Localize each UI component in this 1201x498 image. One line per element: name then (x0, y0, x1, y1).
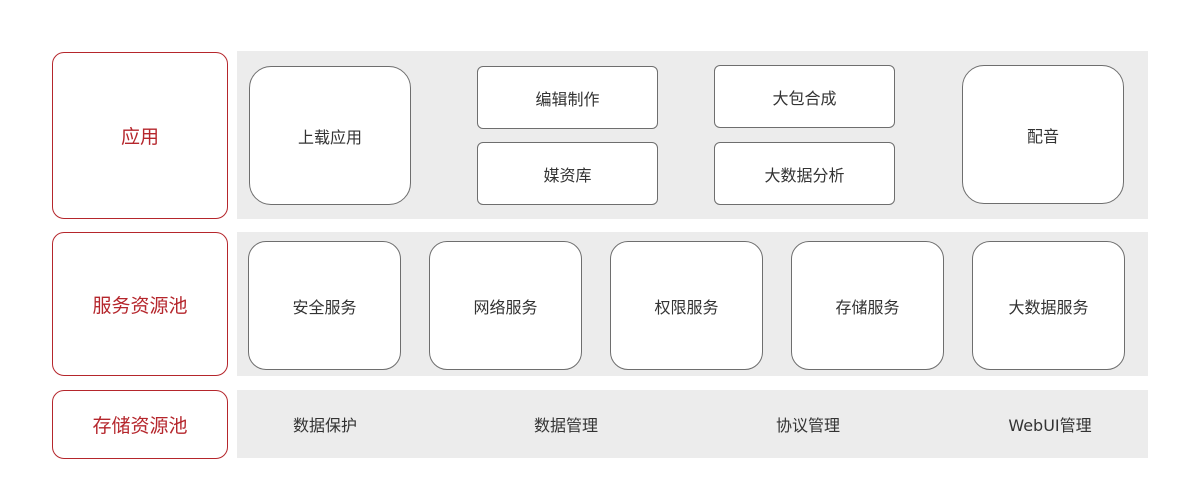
card-big-data-analysis[interactable]: 大数据分析 (714, 142, 895, 205)
storage-item-webui-management: WebUI管理 (1008, 416, 1092, 435)
row-label-service-pool-text: 服务资源池 (92, 294, 188, 317)
card-edit-produce[interactable]: 编辑制作 (477, 66, 658, 129)
card-dubbing-label: 配音 (1026, 126, 1059, 146)
card-permission-service[interactable]: 权限服务 (610, 241, 763, 370)
row-label-service-pool: 服务资源池 (52, 232, 228, 376)
card-big-data-service-label: 大数据服务 (1008, 297, 1089, 317)
card-big-data-analysis-label: 大数据分析 (764, 165, 845, 185)
card-package-compose[interactable]: 大包合成 (714, 65, 895, 128)
card-upload-app[interactable]: 上载应用 (249, 66, 411, 205)
storage-item-data-protection: 数据保护 (292, 416, 357, 435)
card-media-library-label: 媒资库 (543, 165, 592, 185)
row-label-storage-pool-text: 存储资源池 (92, 415, 188, 437)
card-dubbing[interactable]: 配音 (962, 65, 1124, 204)
row-app-panel: 上载应用 编辑制作 媒资库 大包合成 大数据分析 配音 (237, 51, 1148, 219)
storage-item-data-management: 数据管理 (533, 416, 598, 435)
card-upload-app-label: 上载应用 (297, 127, 362, 147)
card-security-service[interactable]: 安全服务 (248, 241, 401, 370)
card-network-service-label: 网络服务 (473, 297, 538, 317)
card-edit-produce-label: 编辑制作 (535, 89, 600, 109)
card-storage-service-label: 存储服务 (835, 297, 900, 317)
row-storage-pool-panel (237, 390, 1148, 458)
card-permission-service-label: 权限服务 (654, 297, 719, 317)
storage-item-protocol-management: 协议管理 (775, 416, 840, 435)
row-service-pool-panel: 安全服务 网络服务 权限服务 存储服务 大数据服务 (237, 232, 1148, 376)
row-label-app: 应用 (52, 52, 228, 219)
card-media-library[interactable]: 媒资库 (477, 142, 658, 205)
card-security-service-label: 安全服务 (292, 297, 357, 317)
row-label-app-text: 应用 (120, 126, 159, 148)
card-storage-service[interactable]: 存储服务 (791, 241, 944, 370)
card-big-data-service[interactable]: 大数据服务 (972, 241, 1125, 370)
card-package-compose-label: 大包合成 (772, 88, 837, 108)
row-label-storage-pool: 存储资源池 (52, 390, 228, 459)
card-network-service[interactable]: 网络服务 (429, 241, 582, 370)
